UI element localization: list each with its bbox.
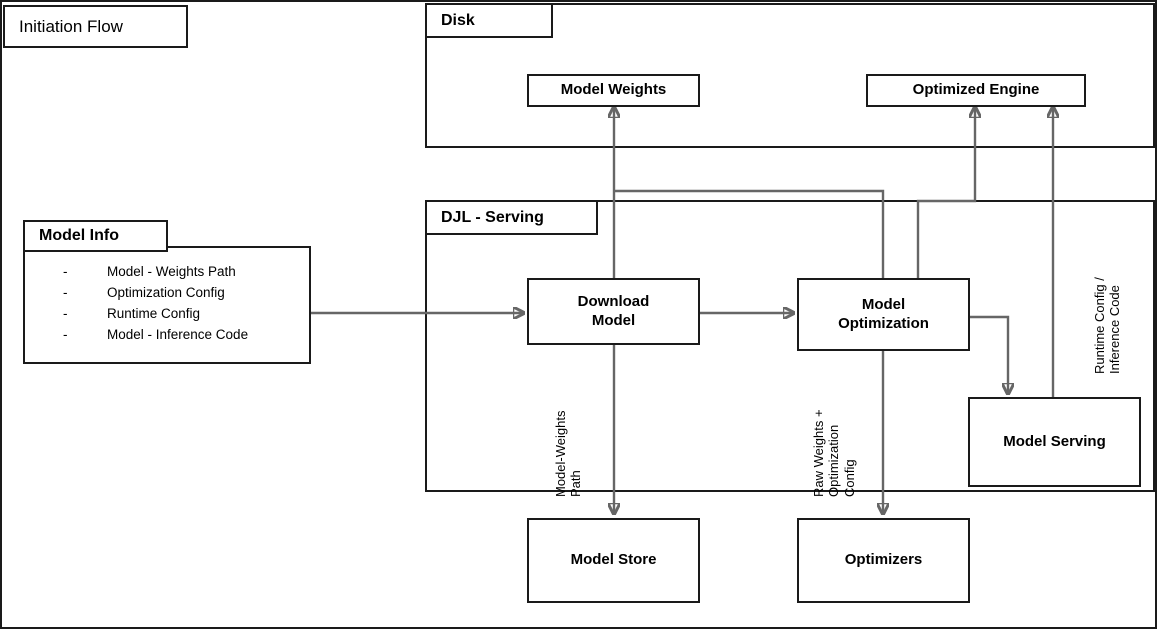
edge-label-line3: Config bbox=[841, 459, 857, 497]
node-download-model-line2: Model bbox=[591, 311, 636, 329]
container-disk-frame bbox=[425, 3, 1155, 148]
node-optimized-engine[interactable]: Optimized Engine bbox=[866, 74, 1086, 107]
node-model-store[interactable]: Model Store bbox=[527, 518, 700, 603]
model-info-item-label: Optimization Config bbox=[107, 284, 225, 300]
model-info-bullet: - bbox=[63, 326, 68, 342]
node-model-weights[interactable]: Model Weights bbox=[527, 74, 700, 107]
model-info-item: - Model - Weights Path bbox=[25, 262, 309, 283]
edge-label-runtime-inference-code: Runtime Config / Inference Code bbox=[1092, 277, 1123, 374]
node-model-serving-label: Model Serving bbox=[1003, 432, 1106, 450]
container-disk-title: Disk bbox=[425, 3, 553, 38]
edge-label-line1: Runtime Config / bbox=[1092, 277, 1107, 374]
model-info-title-label: Model Info bbox=[39, 227, 119, 244]
container-disk-label: Disk bbox=[441, 11, 475, 29]
model-info-bullet: - bbox=[63, 305, 68, 321]
initiation-flow-label: Initiation Flow bbox=[19, 16, 123, 36]
model-info-item-label: Model - Weights Path bbox=[107, 264, 236, 279]
node-model-optimization-line2: Optimization bbox=[838, 314, 929, 332]
edge-label-raw-weights-config: Raw Weights + Optimization Config bbox=[811, 409, 857, 497]
edge-label-line2: Inference Code bbox=[1107, 285, 1123, 374]
model-info-bullet: - bbox=[63, 284, 68, 300]
model-info-item-label: Model - Inference Code bbox=[107, 326, 249, 342]
model-info-title: Model Info bbox=[23, 220, 168, 252]
node-download-model-line1: Download bbox=[577, 292, 650, 310]
node-model-store-label: Model Store bbox=[570, 551, 657, 569]
model-info-item: - Runtime Config bbox=[25, 304, 309, 325]
node-model-weights-label: Model Weights bbox=[560, 81, 667, 99]
edge-label-model-weights-path: Model-Weights Path bbox=[553, 411, 584, 497]
node-model-optimization[interactable]: Model Optimization bbox=[797, 278, 970, 351]
node-optimizers-label: Optimizers bbox=[844, 551, 923, 569]
node-download-model[interactable]: Download Model bbox=[527, 278, 700, 345]
node-optimizers[interactable]: Optimizers bbox=[797, 518, 970, 603]
edge-label-line1: Model-Weights bbox=[553, 410, 568, 497]
model-info-item: - Model - Inference Code bbox=[25, 325, 309, 346]
model-info-item-label: Runtime Config bbox=[107, 305, 201, 321]
edge-label-line1: Raw Weights + bbox=[811, 409, 826, 497]
edge-label-line2: Optimization bbox=[826, 424, 842, 497]
model-info-bullet: - bbox=[63, 264, 68, 279]
model-info-item: - Optimization Config bbox=[25, 283, 309, 304]
node-optimized-engine-label: Optimized Engine bbox=[912, 81, 1040, 99]
node-model-serving[interactable]: Model Serving bbox=[968, 397, 1141, 487]
node-model-optimization-line1: Model bbox=[861, 295, 906, 313]
container-djl-serving-title: DJL - Serving bbox=[425, 200, 598, 235]
edge-label-line2: Path bbox=[568, 470, 584, 497]
container-djl-serving-label: DJL - Serving bbox=[441, 208, 544, 226]
initiation-flow-title: Initiation Flow bbox=[3, 5, 188, 48]
model-info-box[interactable]: - Model - Weights Path - Optimization Co… bbox=[23, 246, 311, 364]
